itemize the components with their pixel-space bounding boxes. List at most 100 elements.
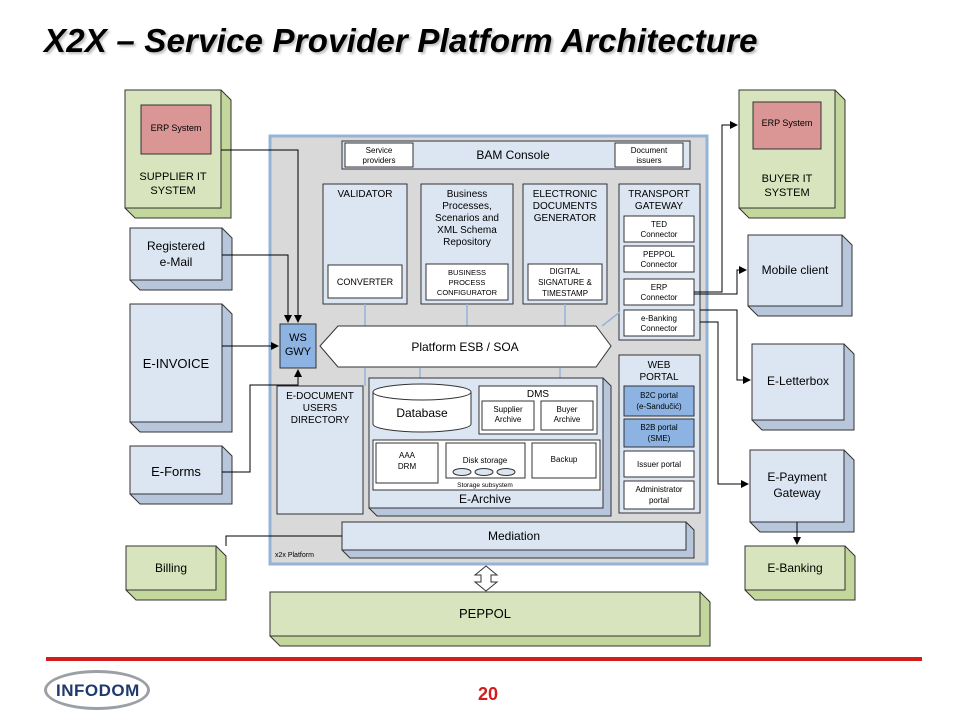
bp-config-3: CONFIGURATOR (437, 288, 498, 297)
edg-sig-1: DIGITAL (550, 267, 581, 276)
directory-line-3: DIRECTORY (291, 415, 350, 426)
buyer-archive-1: Buyer (557, 405, 578, 414)
disk-icon (452, 468, 516, 476)
b2c-portal-1: B2C portal (640, 391, 678, 400)
buyer-erp-label: ERP System (762, 118, 813, 128)
bp-line-2: Processes, (442, 201, 491, 212)
e-letterbox-box: E-Letterbox (751, 343, 855, 431)
backup-label: Backup (551, 455, 578, 464)
billing-connector (225, 535, 342, 546)
bam-left-label-1: Service (366, 146, 393, 155)
supplier-archive-2: Archive (495, 415, 522, 424)
peppol-connector-1: PEPPOL (643, 250, 676, 259)
database-label: Database (396, 406, 448, 420)
supplier-label-1: SUPPLIER IT (139, 171, 207, 183)
supplier-archive-1: Supplier (493, 405, 523, 414)
supplier-label-2: SYSTEM (150, 185, 195, 197)
e-payment-label-2: Gateway (773, 486, 820, 500)
documents-generator-box: ELECTRONIC DOCUMENTS GENERATOR DIGITAL S… (522, 183, 608, 305)
database-icon: Database (372, 383, 472, 433)
ws-gateway: WS GWY (279, 323, 317, 369)
ebank-connector-1: e-Banking (641, 314, 677, 323)
logo-ring-icon (44, 670, 150, 710)
billing-label: Billing (155, 561, 187, 575)
edg-sig-2: SIGNATURE & (538, 278, 592, 287)
platform-label: x2x Platform (275, 552, 314, 559)
admin-portal-1: Administrator (635, 485, 682, 494)
aaa-label-1: AAA (399, 451, 416, 460)
erp-connector-1: ERP (651, 283, 667, 292)
b2c-portal-2: (e-Sandučić) (636, 402, 682, 411)
footer-divider (46, 657, 922, 661)
edg-line-1: ELECTRONIC (533, 189, 597, 200)
supplier-erp-label: ERP System (151, 123, 202, 133)
email-label-2: e-Mail (160, 255, 193, 269)
page-title: X2X – Service Provider Platform Architec… (44, 22, 758, 59)
b2b-portal-2: (SME) (648, 434, 671, 443)
left-connectors (221, 149, 302, 473)
edg-line-2: DOCUMENTS (533, 201, 598, 212)
logo-text: INFODOM (56, 681, 140, 700)
peppol-connector-2: Connector (641, 260, 678, 269)
buyer-archive-2: Archive (554, 415, 581, 424)
transport-title-2: GATEWAY (635, 201, 683, 212)
bidirectional-arrow-icon (473, 565, 499, 592)
peppol-label: PEPPOL (459, 606, 511, 621)
business-processes-box: Business Processes, Scenarios and XML Sc… (420, 183, 514, 305)
ted-connector-2: Connector (641, 230, 678, 239)
ws-gwy-label-1: WS (289, 332, 307, 344)
bp-config-1: BUSINESS (448, 268, 486, 277)
peppol-box: PEPPOL (269, 591, 711, 647)
infodom-logo: INFODOM (44, 670, 154, 714)
directory-line-2: USERS (303, 403, 338, 414)
buyer-it-system: ERP System BUYER IT SYSTEM (738, 89, 846, 219)
ws-gwy-label-2: GWY (285, 346, 312, 358)
bp-config-2: PROCESS (449, 278, 486, 287)
esb-label: Platform ESB / SOA (411, 340, 518, 354)
e-forms-box: E-Forms (129, 445, 233, 505)
admin-portal-2: portal (649, 496, 669, 505)
e-banking-label: E-Banking (767, 561, 822, 575)
bp-line-1: Business (447, 189, 488, 200)
buyer-label-2: SYSTEM (764, 187, 809, 199)
bam-title: BAM Console (476, 148, 550, 162)
bp-line-4: XML Schema (437, 225, 497, 236)
mediation-bar: Mediation (341, 521, 695, 559)
bp-line-5: Repository (443, 237, 491, 248)
mobile-client-box: Mobile client (747, 234, 853, 317)
web-portal-box: WEB PORTAL B2C portal (e-Sandučić) B2B p… (618, 354, 701, 514)
bam-right-label-2: issuers (636, 156, 661, 165)
e-archive-title: E-Archive (459, 492, 511, 506)
erp-connector-2: Connector (641, 293, 678, 302)
transport-title-1: TRANSPORT (628, 189, 690, 200)
ebank-connector-2: Connector (641, 324, 678, 333)
bam-left-label-2: providers (363, 156, 396, 165)
storage-subsystem-label: Storage subsystem (457, 482, 513, 489)
e-payment-gateway-box: E-Payment Gateway (749, 449, 855, 533)
aaa-label-2: DRM (398, 462, 417, 471)
e-letterbox-label: E-Letterbox (767, 374, 829, 388)
users-directory-box: E-DOCUMENT USERS DIRECTORY (276, 385, 364, 515)
e-banking-box: E-Banking (744, 545, 856, 601)
dms-label: DMS (527, 389, 550, 400)
web-portal-title-2: PORTAL (639, 372, 679, 383)
page-number: 20 (478, 684, 499, 704)
disk-storage-label: Disk storage (463, 456, 508, 465)
ted-connector-1: TED (651, 220, 667, 229)
e-forms-label: E-Forms (151, 464, 201, 479)
billing-box: Billing (125, 545, 227, 601)
b2b-portal-1: B2B portal (640, 423, 678, 432)
registered-email-box: Registered e-Mail (129, 227, 233, 291)
supplier-it-system: ERP System SUPPLIER IT SYSTEM (124, 89, 232, 219)
web-portal-title-1: WEB (648, 360, 671, 371)
edg-sig-3: TIMESTAMP (542, 289, 588, 298)
issuer-portal-label: Issuer portal (637, 460, 681, 469)
bp-line-3: Scenarios and (435, 213, 499, 224)
email-label-1: Registered (147, 239, 205, 253)
platform-esb: Platform ESB / SOA (319, 325, 612, 368)
buyer-label-1: BUYER IT (762, 173, 813, 185)
right-connectors (694, 121, 801, 545)
converter-label: CONVERTER (337, 277, 394, 287)
e-archive-box: E-Archive Database DMS Supplier Archive … (368, 377, 612, 517)
